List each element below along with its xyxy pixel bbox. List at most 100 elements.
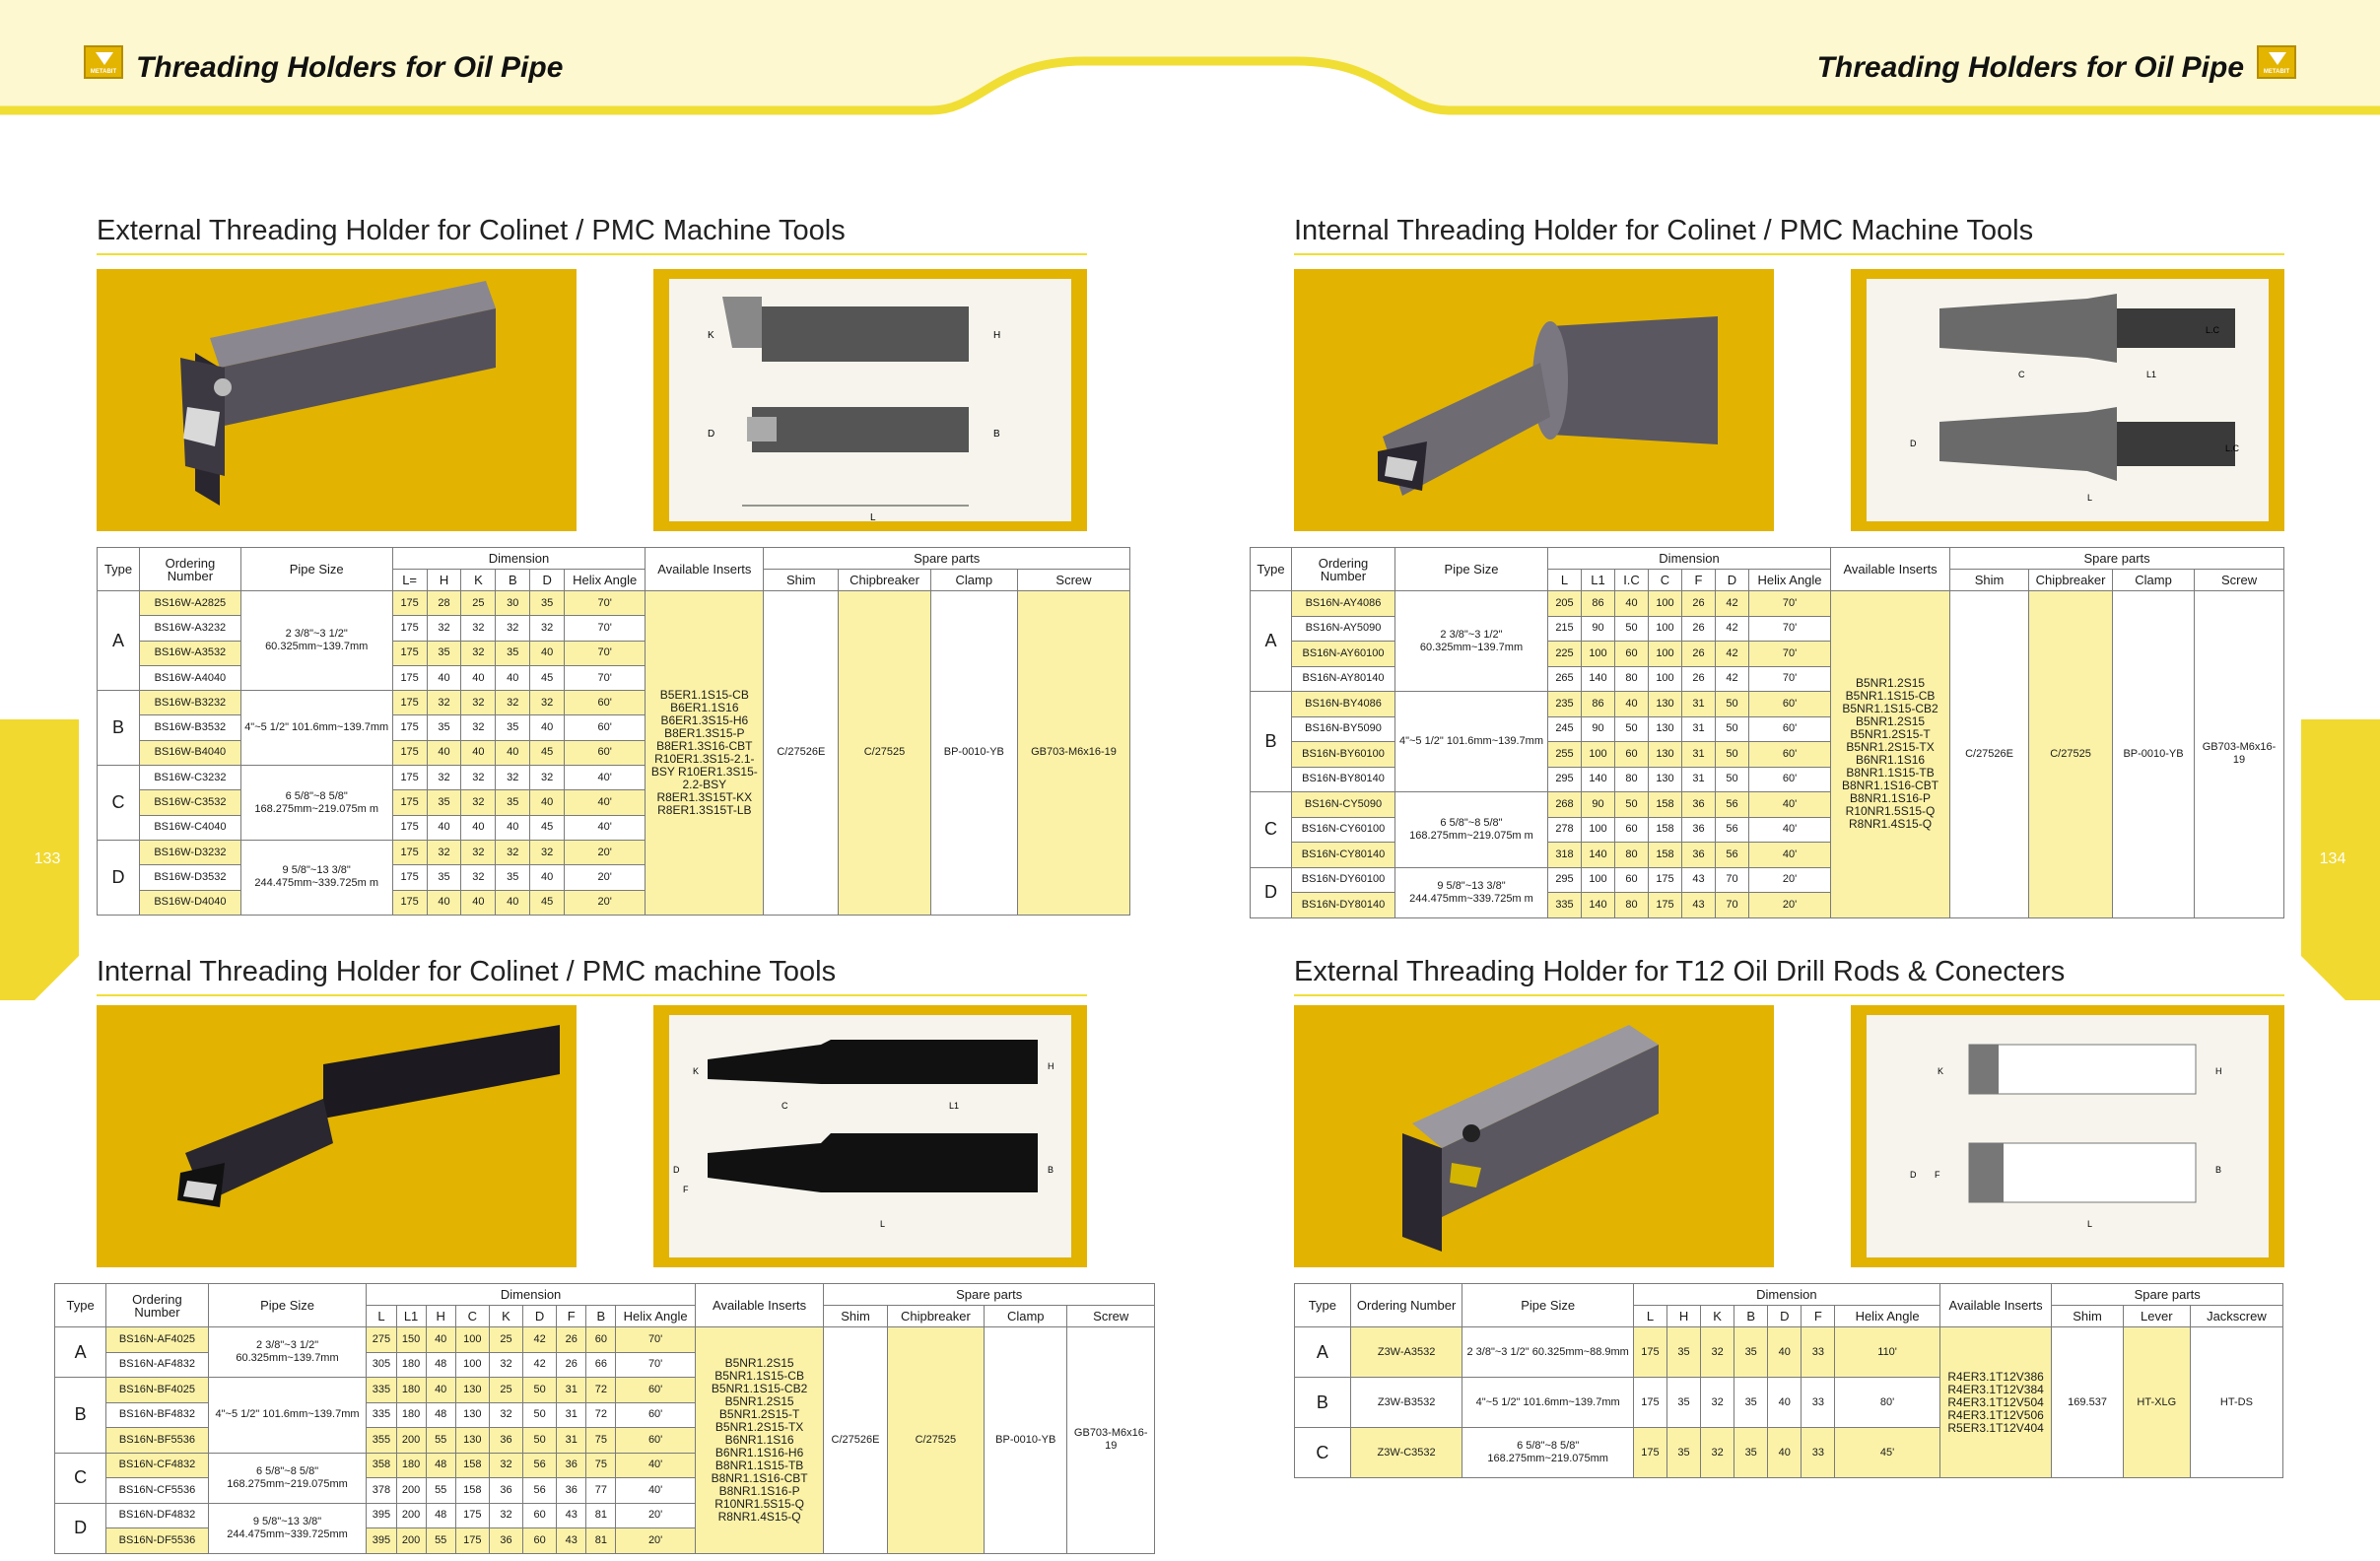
dimension-cell: 200 [395, 1427, 427, 1454]
header-banner [0, 0, 2380, 115]
dimension-cell: 140 [1581, 842, 1615, 868]
pipe-size-cell: 4"~5 1/2" 101.6mm~139.7mm [1462, 1377, 1634, 1428]
ordering-number-cell: BS16N-DY60100 [1291, 866, 1395, 893]
pipe-size-header: Pipe Size [1462, 1283, 1634, 1327]
ordering-number-cell: BS16W-D3232 [139, 839, 241, 866]
dimension-cell: 60 [522, 1527, 558, 1554]
dimension-cell: 175 [391, 765, 428, 791]
dimension-cell: 60' [1747, 766, 1832, 792]
dim-header: L [1547, 569, 1582, 591]
dimension-cell: 43 [556, 1527, 587, 1554]
ordering-number-cell: BS16N-BY80140 [1291, 766, 1395, 792]
dimension-cell: 36 [488, 1527, 524, 1554]
type-cell: A [1250, 590, 1292, 692]
pipe-size-cell: 9 5/8"~13 3/8" 244.475mm~339.725m m [239, 839, 393, 916]
dimension-cell: 175 [1648, 892, 1682, 918]
dimension-cell: 32 [426, 839, 462, 866]
spare-header: Screw [2194, 569, 2285, 591]
drawing-label: L [2087, 493, 2092, 503]
available-inserts-cell: B5NR1.2S15 B5NR1.1S15-CB B5NR1.1S15-CB2 … [694, 1326, 825, 1554]
dimension-cell: 32 [488, 1351, 524, 1378]
dimension-cell: 40' [1747, 842, 1832, 868]
ordering-number-cell: BS16W-A2825 [139, 589, 241, 617]
type-cell: C [1250, 791, 1292, 868]
dimension-cell: 40 [426, 664, 462, 692]
ordering-number-cell: BS16W-A4040 [139, 664, 241, 692]
dimension-cell: 35 [426, 640, 462, 666]
dimension-cell: 56 [522, 1452, 558, 1478]
dimension-cell: 60 [1614, 641, 1649, 667]
dim-header: L= [391, 569, 428, 591]
dimension-cell: 175 [391, 589, 428, 617]
inserts-header: Available Inserts [1830, 547, 1951, 591]
dimension-cell: 60' [564, 714, 646, 741]
ordering-number-cell: BS16N-AY4086 [1291, 590, 1395, 617]
dim-header: Helix Angle [1834, 1305, 1940, 1327]
ordering-number-cell: BS16N-BY4086 [1291, 691, 1395, 717]
spare-parts-header: Spare parts [823, 1283, 1155, 1306]
dimension-cell: 175 [391, 690, 428, 716]
spare-parts-header: Spare parts [2051, 1283, 2283, 1306]
type-header: Type [1250, 547, 1292, 591]
spare-part-cell: GB703-M6x16-19 [1016, 590, 1131, 916]
dimension-cell: 32 [426, 690, 462, 716]
ordering-number-cell: BS16N-CF4832 [105, 1452, 209, 1478]
dimension-cell: 77 [585, 1477, 617, 1504]
ordering-number-cell: BS16N-CF5536 [105, 1477, 209, 1504]
dim-header: K [1700, 1305, 1735, 1327]
dimension-cell: 35 [426, 714, 462, 741]
drawing-label: H [993, 330, 1000, 341]
dimension-cell: 80 [1614, 766, 1649, 792]
dimension-cell: 55 [425, 1477, 456, 1504]
dimension-cell: 40 [426, 889, 462, 916]
drawing-label: B [2215, 1165, 2221, 1175]
dimension-cell: 175 [391, 789, 428, 816]
technical-drawing: K H D F B L [1851, 1005, 2284, 1267]
pipe-size-cell: 2 3/8"~3 1/2" 60.325mm~139.7mm [207, 1326, 368, 1378]
dimension-cell: 158 [454, 1452, 490, 1478]
dimension-cell: 158 [1648, 842, 1682, 868]
dim-header: K [460, 569, 497, 591]
drawing-label: D [673, 1165, 680, 1175]
dimension-cell: 90 [1581, 715, 1615, 742]
pipe-size-cell: 2 3/8"~3 1/2" 60.325mm~139.7mm [1394, 590, 1548, 692]
technical-drawing: K H C L1 D F B L [653, 1005, 1087, 1267]
ordering-number-cell: BS16N-AY60100 [1291, 641, 1395, 667]
available-inserts-cell: R4ER3.1T12V386 R4ER3.1T12V384 R4ER3.1T12… [1938, 1326, 2053, 1478]
ordering-number-cell: BS16N-AY5090 [1291, 615, 1395, 642]
ordering-number-cell: BS16N-BY60100 [1291, 741, 1395, 768]
dimension-cell: 158 [1648, 816, 1682, 843]
drawing-label: L [870, 512, 876, 523]
pipe-size-cell: 6 5/8"~8 5/8" 168.275mm~219.075mm [207, 1452, 368, 1504]
spare-part-cell: BP-0010-YB [2112, 590, 2196, 918]
dimension-cell: 60' [615, 1427, 696, 1454]
dimension-cell: 35 [495, 864, 531, 891]
dimension-cell: 140 [1581, 892, 1615, 918]
dimension-cell: 175 [391, 814, 428, 841]
dimension-cell: 200 [395, 1477, 427, 1504]
dimension-cell: 42 [1715, 665, 1749, 692]
dimension-cell: 175 [391, 839, 428, 866]
dimension-cell: 40 [495, 889, 531, 916]
dimension-cell: 130 [454, 1401, 490, 1428]
dimension-cell: 31 [556, 1401, 587, 1428]
drawing-label: H [1048, 1061, 1054, 1071]
dimension-cell: 60' [615, 1377, 696, 1403]
dimension-cell: 72 [585, 1401, 617, 1428]
dimension-cell: 56 [522, 1477, 558, 1504]
spare-header: Jackscrew [2189, 1305, 2284, 1327]
dimension-cell: 35 [1734, 1377, 1769, 1428]
dimension-cell: 48 [425, 1452, 456, 1478]
dimension-cell: 35 [426, 789, 462, 816]
ordering-number-cell: BS16N-DF4832 [105, 1502, 209, 1528]
dimension-cell: 40 [460, 889, 497, 916]
dimension-cell: 31 [1681, 741, 1716, 768]
dimension-cell: 40 [460, 814, 497, 841]
ordering-number-cell: BS16N-BF4025 [105, 1377, 209, 1403]
